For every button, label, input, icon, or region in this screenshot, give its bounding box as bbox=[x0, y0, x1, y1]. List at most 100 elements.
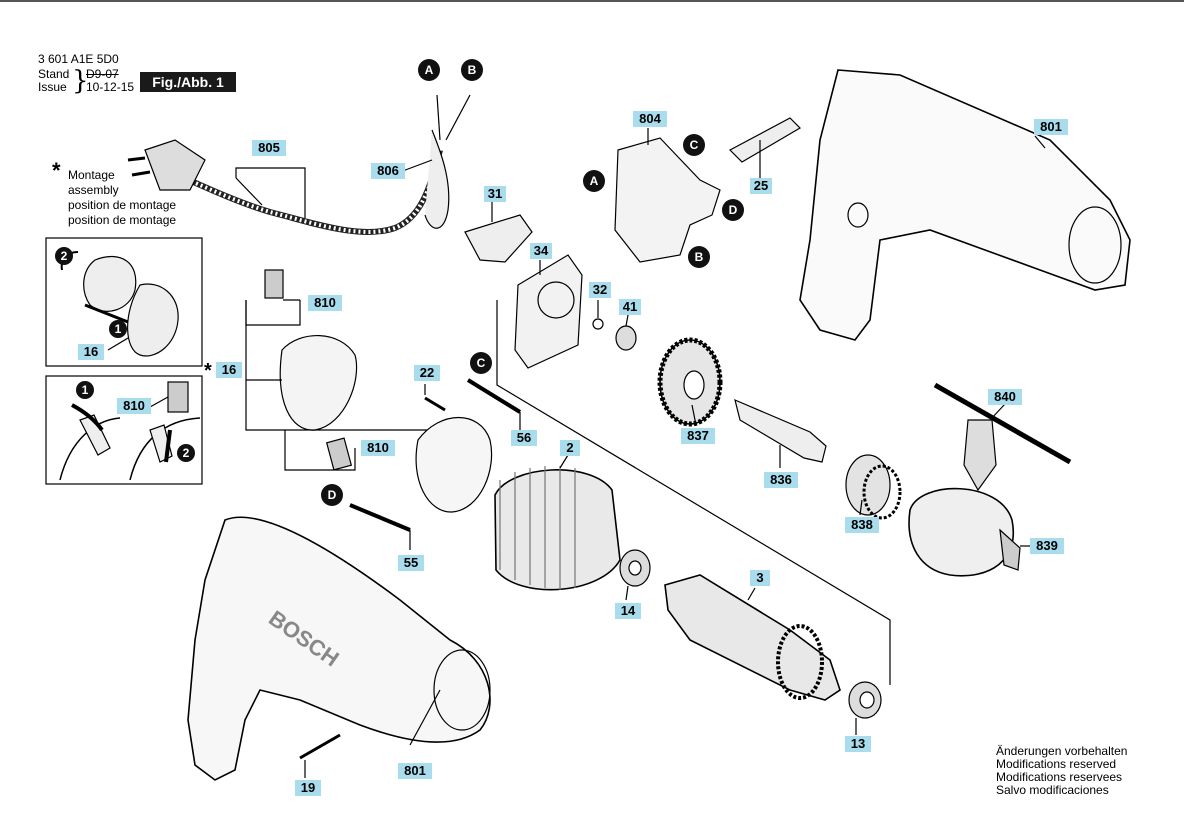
bearing-41 bbox=[615, 325, 637, 351]
part-label-19: 19 bbox=[295, 780, 321, 796]
leader-805 bbox=[235, 167, 306, 218]
part-label-56: 56 bbox=[511, 430, 537, 446]
inset-holder-a bbox=[83, 255, 137, 312]
brush-plate bbox=[514, 254, 583, 369]
part-label-13: 13 bbox=[845, 736, 871, 752]
leader-41 bbox=[625, 314, 629, 327]
leader-838 bbox=[859, 499, 863, 516]
issue-label: Issue bbox=[38, 80, 67, 94]
part-label-805: 805 bbox=[252, 140, 286, 156]
part-label-801: 801 bbox=[398, 763, 432, 779]
connector-marker-c: C bbox=[683, 134, 705, 156]
modifications-note: Änderungen vorbehalten Modifications res… bbox=[996, 745, 1127, 797]
stand-value: D9-07 bbox=[86, 67, 119, 81]
note-line: position de montage bbox=[68, 213, 177, 227]
push-arrow bbox=[164, 429, 172, 463]
sleeve-838 bbox=[845, 454, 891, 516]
brush-holder-16 bbox=[279, 335, 358, 431]
asterisk-icon: * bbox=[52, 158, 61, 183]
leader-801a bbox=[1034, 135, 1046, 149]
leader-805b bbox=[235, 177, 263, 206]
note-line: assembly bbox=[68, 183, 119, 197]
armature-fan bbox=[776, 624, 824, 700]
part-label-31: 31 bbox=[484, 186, 506, 202]
asterisk-icon: * bbox=[204, 360, 212, 382]
leader-810a bbox=[245, 300, 301, 326]
part-label-22: 22 bbox=[414, 365, 440, 381]
cord-wire-a bbox=[436, 94, 441, 141]
gear-teeth bbox=[657, 337, 723, 427]
ball-32 bbox=[592, 318, 604, 330]
step-marker: 2 bbox=[177, 444, 195, 462]
top-rule bbox=[0, 0, 1184, 2]
chuck-key-bar bbox=[933, 382, 1072, 465]
stator-laminations bbox=[499, 466, 576, 590]
step-marker: 1 bbox=[76, 381, 94, 399]
screw-boss bbox=[847, 202, 869, 228]
leader-837 bbox=[691, 404, 697, 426]
housing-half-right bbox=[799, 69, 1131, 341]
stand-label: Stand bbox=[38, 67, 70, 81]
brush-spring-clip bbox=[729, 117, 801, 163]
figure-label: Fig./Abb. 1 bbox=[140, 72, 236, 92]
part-label-838: 838 bbox=[845, 517, 879, 533]
plug bbox=[144, 139, 206, 191]
bearing-14-bore bbox=[628, 560, 642, 576]
brush-holder-ring bbox=[415, 417, 493, 513]
mod-line: Modifications reserved bbox=[996, 757, 1117, 771]
housing-half-left bbox=[187, 516, 491, 781]
part-label-41: 41 bbox=[619, 299, 641, 315]
note-line: position de montage bbox=[68, 198, 177, 212]
insert-arrow bbox=[71, 403, 104, 432]
plug-pin bbox=[131, 170, 151, 177]
spindle-836 bbox=[734, 398, 827, 463]
chuck-nose bbox=[999, 528, 1021, 571]
part-label-3: 3 bbox=[750, 570, 770, 586]
leader-840 bbox=[989, 403, 1006, 421]
inset-rim-a bbox=[59, 417, 121, 481]
step-marker: 1 bbox=[109, 320, 127, 338]
leader-806 bbox=[399, 159, 433, 173]
screw-19 bbox=[299, 733, 341, 760]
leader-bracket-main bbox=[496, 300, 891, 685]
inset-box-brush-holder bbox=[45, 237, 203, 367]
gear-hub bbox=[683, 370, 705, 400]
cord-dots bbox=[154, 149, 442, 234]
inset-brush bbox=[167, 381, 189, 413]
part-label-836: 836 bbox=[764, 472, 798, 488]
part-label-16: 16 bbox=[216, 362, 242, 378]
issue-value: 10-12-15 bbox=[86, 80, 135, 94]
carbon-brush-810c bbox=[325, 437, 353, 471]
leader-bracket-16 bbox=[245, 300, 470, 431]
part-label-837: 837 bbox=[681, 428, 715, 444]
cord-sleeve bbox=[424, 129, 450, 229]
connector-marker-b: B bbox=[461, 59, 483, 81]
connector-marker-a: A bbox=[583, 170, 605, 192]
housing-left-nose bbox=[433, 649, 491, 731]
mod-line: Modifications reservees bbox=[996, 770, 1123, 784]
inset-holder-b bbox=[127, 283, 179, 357]
leader-810c bbox=[284, 430, 356, 471]
part-label-839: 839 bbox=[1030, 538, 1064, 554]
mod-line: Salvo modificaciones bbox=[996, 783, 1109, 797]
part-label-14: 14 bbox=[615, 603, 641, 619]
terminal-56 bbox=[466, 378, 522, 414]
leader-801b bbox=[409, 689, 441, 746]
stator-2 bbox=[494, 469, 621, 591]
part-label-16: 16 bbox=[78, 344, 104, 360]
connector-marker-b: B bbox=[688, 246, 710, 268]
part-label-55: 55 bbox=[398, 555, 424, 571]
cord-wire-b bbox=[445, 94, 471, 141]
inset-box-brush-insert bbox=[45, 375, 203, 485]
sleeve-teeth bbox=[862, 464, 902, 520]
switch-cover bbox=[464, 214, 533, 263]
plug-pin bbox=[127, 156, 146, 162]
connector-marker-d: D bbox=[722, 199, 744, 221]
part-label-32: 32 bbox=[589, 282, 611, 298]
mod-line: Änderungen vorbehalten bbox=[996, 744, 1128, 758]
part-label-840: 840 bbox=[988, 389, 1022, 405]
part-label-810: 810 bbox=[361, 440, 395, 456]
bearing-13-bore bbox=[859, 691, 875, 709]
leader-16-inset bbox=[107, 337, 129, 351]
